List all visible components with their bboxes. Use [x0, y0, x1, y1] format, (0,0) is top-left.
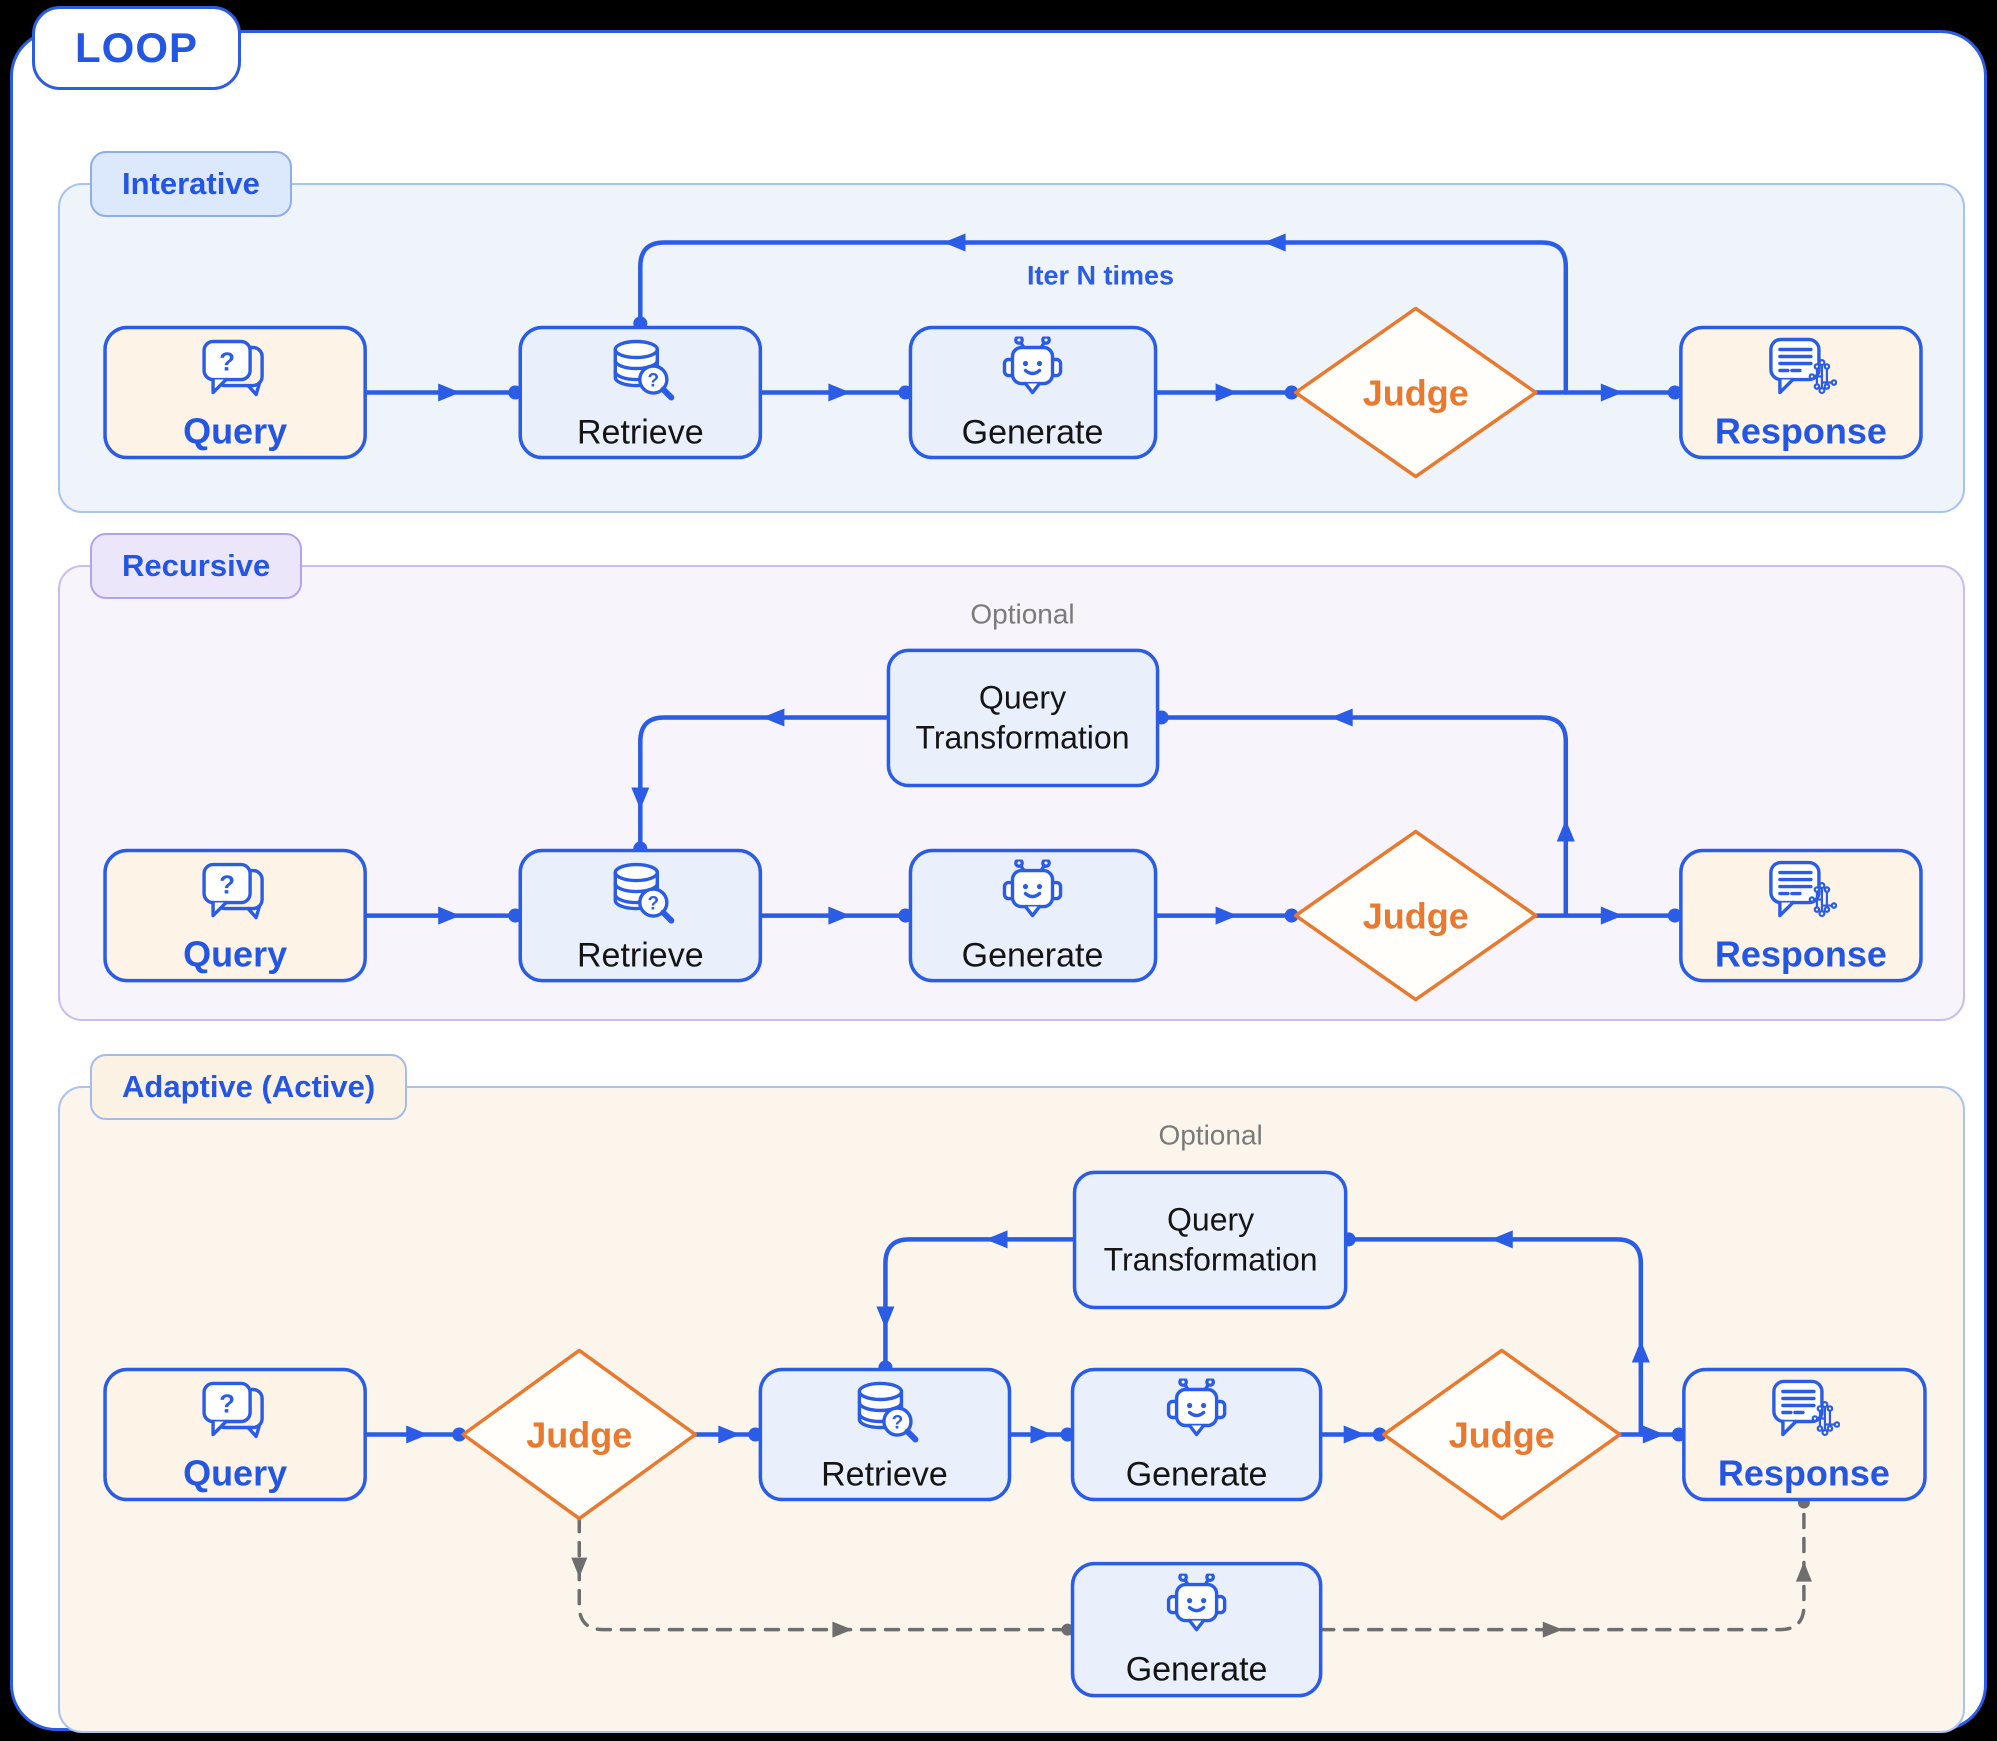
- node-judge: Judge: [1293, 306, 1538, 479]
- node-label-line1: Query: [979, 679, 1066, 715]
- node-judge-pre: Judge: [461, 1348, 698, 1521]
- adaptive-flow-canvas: Optional Query Transformation Query Judg…: [103, 1119, 1927, 1698]
- panel-iterative: Interative: [58, 151, 1965, 513]
- optional-annotation: Optional: [970, 598, 1074, 629]
- loop-title-badge: LOOP: [32, 6, 242, 90]
- node-retrieve: Retrieve: [518, 848, 763, 983]
- wire-generate-to-judge: [1153, 906, 1299, 925]
- panel-adaptive-title: Adaptive (Active): [90, 1054, 408, 1120]
- node-label: Generate: [962, 414, 1104, 452]
- node-label: Generate: [962, 937, 1104, 975]
- node-label: Query: [183, 934, 287, 975]
- node-label: Generate: [1126, 1456, 1268, 1494]
- wire-generate-to-judge: [1153, 383, 1299, 402]
- node-generate-direct: Generate: [1070, 1561, 1323, 1698]
- panel-iterative-title: Interative: [90, 151, 292, 217]
- node-label: Query: [183, 411, 287, 452]
- wire-judge-to-response: [1533, 383, 1682, 402]
- loop-container: Interative: [10, 30, 1987, 1733]
- optional-annotation: Optional: [1158, 1119, 1262, 1150]
- node-retrieve: Retrieve: [758, 1367, 1012, 1502]
- wire-judge-to-response: [1617, 1425, 1686, 1444]
- node-label: Response: [1718, 1453, 1890, 1494]
- node-label: Judge: [1363, 373, 1469, 414]
- node-response: Response: [1682, 1367, 1927, 1502]
- node-label: Retrieve: [577, 937, 704, 975]
- wire-generate-to-judge: [1318, 1425, 1387, 1444]
- node-generate: Generate: [908, 325, 1158, 460]
- node-label: Judge: [526, 1415, 632, 1456]
- panel-title-text: Adaptive (Active): [122, 1069, 376, 1104]
- loop-wire-judge-to-retrieve: [633, 233, 1569, 395]
- dashed-wire-generate-to-response: [1318, 1496, 1812, 1638]
- panel-title-text: Recursive: [122, 548, 271, 583]
- iterative-flow-canvas: Iter N times Query Retrieve Generate Jud…: [103, 233, 1923, 479]
- node-query: Query: [103, 848, 367, 983]
- node-generate: Generate: [908, 848, 1158, 983]
- node-retrieve: Retrieve: [518, 325, 763, 460]
- wire-transformation-to-retrieve: [631, 708, 891, 856]
- panel-recursive: Recursive: [58, 533, 1965, 1021]
- node-judge-post: Judge: [1381, 1348, 1622, 1521]
- recursive-flow-canvas: Optional Query Transformation Query Retr…: [103, 598, 1923, 1002]
- wire-judge-to-response: [1533, 906, 1682, 925]
- node-label: Generate: [1126, 1651, 1268, 1689]
- panel-recursive-title: Recursive: [90, 533, 303, 599]
- node-response: Response: [1679, 848, 1923, 983]
- node-label: Retrieve: [577, 414, 704, 452]
- wire-retrieve-to-generate: [758, 906, 913, 925]
- node-label: Response: [1715, 934, 1887, 975]
- node-query-transformation: Query Transformation: [886, 648, 1160, 788]
- wire-query-to-judge: [362, 1425, 467, 1444]
- iteration-annotation: Iter N times: [1027, 260, 1174, 290]
- node-label: Query: [183, 1453, 287, 1494]
- node-query: Query: [103, 325, 367, 460]
- node-label-line1: Query: [1167, 1201, 1254, 1237]
- wire-query-to-retrieve: [362, 906, 523, 925]
- dashed-wire-judge-to-generate: [571, 1516, 1074, 1638]
- node-response: Response: [1679, 325, 1923, 460]
- node-label: Retrieve: [821, 1456, 948, 1494]
- node-label: Judge: [1449, 1415, 1555, 1456]
- wire-query-to-retrieve: [362, 383, 523, 402]
- node-query: Query: [103, 1367, 367, 1502]
- node-query-transformation: Query Transformation: [1072, 1170, 1348, 1310]
- wire-retrieve-to-generate: [1007, 1425, 1075, 1444]
- node-judge: Judge: [1293, 829, 1538, 1002]
- panel-adaptive: Adaptive (Active): [58, 1054, 1965, 1733]
- panel-title-text: Interative: [122, 166, 260, 201]
- loop-title-text: LOOP: [75, 24, 199, 71]
- node-label: Response: [1715, 411, 1887, 452]
- node-label: Judge: [1363, 896, 1469, 937]
- node-label-line2: Transformation: [1104, 1241, 1318, 1277]
- wire-transformation-to-retrieve: [876, 1230, 1077, 1375]
- wire-judge-to-retrieve: [693, 1425, 763, 1444]
- node-generate: Generate: [1070, 1367, 1323, 1502]
- wire-retrieve-to-generate: [758, 383, 913, 402]
- node-label-line2: Transformation: [916, 719, 1130, 755]
